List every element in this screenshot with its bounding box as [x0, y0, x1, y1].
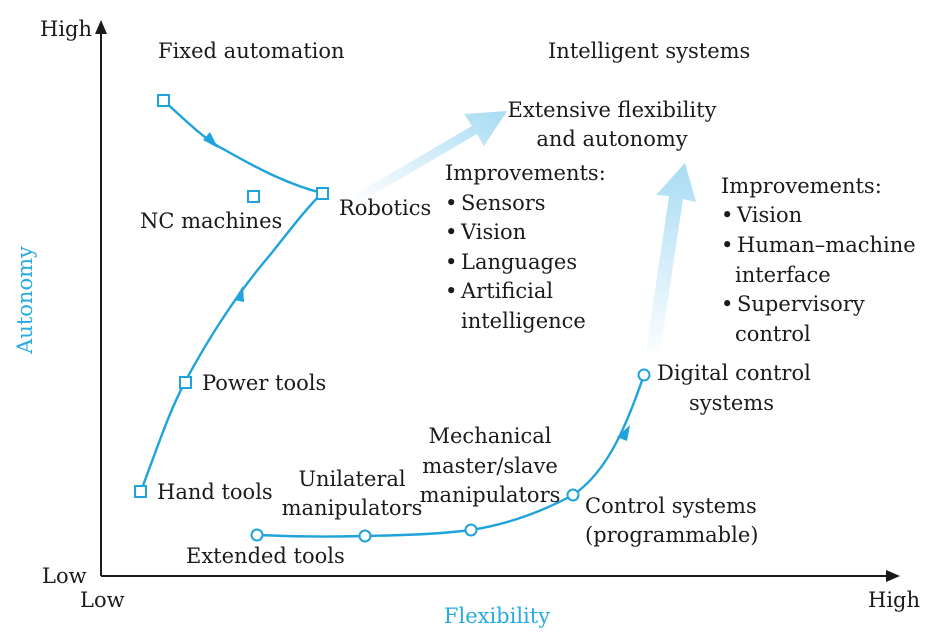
goal-label-line2: and autonomy: [536, 127, 687, 151]
y-high-label: High: [40, 17, 92, 41]
control-systems-label-line2: (programmable): [585, 523, 758, 547]
x-high-label: High: [868, 588, 920, 612]
bullet: •: [721, 292, 733, 316]
wide-arrow-right: [645, 163, 696, 360]
nc-machines-marker: [247, 190, 260, 203]
x-axis-arrowhead: [886, 570, 900, 582]
power-tools-label: Power tools: [202, 371, 326, 395]
improvement-left-item: Sensors: [461, 191, 546, 215]
bullet: •: [721, 233, 733, 257]
x-low-label: Low: [80, 588, 125, 612]
mechanical-label-line3: manipulators: [420, 483, 561, 507]
fixed-automation-curve: [162, 99, 323, 195]
improvements-right-heading: Improvements:: [721, 174, 882, 198]
robotics-label: Robotics: [339, 196, 431, 220]
curve-arrow-fixed: [203, 132, 218, 148]
fixed-automation-label: Fixed automation: [158, 39, 345, 63]
bullet: •: [445, 191, 457, 215]
robotics-marker: [316, 187, 329, 200]
unilateral-marker: [358, 529, 372, 543]
improvement-left-item: intelligence: [461, 309, 586, 333]
y-axis-arrowhead: [95, 20, 107, 34]
extended-tools-label: Extended tools: [186, 544, 345, 568]
control-systems-marker: [566, 488, 580, 502]
improvement-right-item: control: [735, 322, 811, 346]
bullet: •: [445, 250, 457, 274]
improvement-left-item: Artificial: [460, 279, 553, 303]
improvement-right-item: Human–machine: [737, 233, 916, 257]
unilateral-label-line2: manipulators: [282, 496, 423, 520]
digital-control-label-line1: Digital control: [657, 361, 811, 385]
improvement-right-item: Supervisory: [737, 292, 865, 316]
digital-control-marker: [637, 368, 651, 382]
goal-label-line1: Extensive flexibility: [508, 98, 717, 122]
x-axis-title: Flexibility: [444, 604, 550, 628]
bullet: •: [721, 203, 733, 227]
nc-machines-label: NC machines: [140, 209, 282, 233]
power-tools-marker: [179, 376, 192, 389]
hand-tools-marker: [134, 485, 147, 498]
mechanical-label-line2: master/slave: [422, 454, 558, 478]
improvements-left-heading: Improvements:: [445, 161, 606, 185]
improvement-right-item: interface: [735, 263, 831, 287]
extended-tools-marker: [250, 528, 264, 542]
intelligent-systems-label: Intelligent systems: [548, 39, 750, 63]
curve-arrow-digital: [617, 425, 630, 441]
bullet: •: [445, 220, 457, 244]
wide-arrow-left: [352, 111, 507, 204]
hand-tools-label: Hand tools: [157, 480, 273, 504]
curve-arrow-manual: [234, 286, 244, 302]
improvement-right-item: Vision: [736, 203, 802, 227]
improvement-left-item: Languages: [461, 250, 577, 274]
fixed-automation-marker: [157, 94, 170, 107]
y-axis-title: Autonomy: [13, 246, 37, 355]
improvement-left-item: Vision: [460, 220, 526, 244]
digital-control-label-line2: systems: [689, 391, 774, 415]
mechanical-label-line1: Mechanical: [429, 424, 552, 448]
y-low-label: Low: [42, 564, 87, 588]
control-systems-label-line1: Control systems: [585, 494, 757, 518]
mechanical-marker: [464, 523, 478, 537]
manual-tools-curve: [139, 192, 323, 492]
bullet: •: [445, 279, 457, 303]
unilateral-label-line1: Unilateral: [298, 467, 406, 491]
